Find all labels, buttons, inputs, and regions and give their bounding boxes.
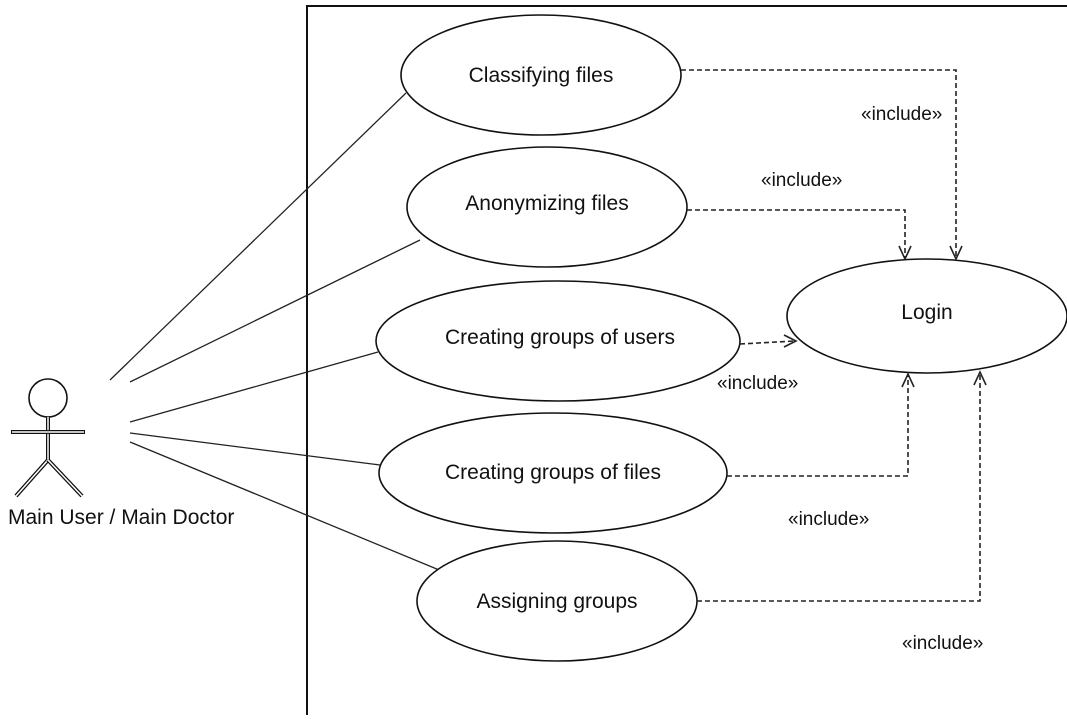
actor-label: Main User / Main Doctor	[8, 506, 234, 529]
include-dependency-classifying	[681, 69, 957, 258]
use-case-creating-groups-of-users	[375, 280, 741, 402]
include-arrowhead-assigning	[973, 370, 987, 386]
include-arrowhead-creating-file-groups	[901, 372, 915, 388]
include-dependency-assigning	[697, 372, 981, 602]
association-creating-user-groups	[129, 351, 379, 423]
association-creating-file-groups	[129, 432, 381, 466]
actor-right-leg-inner	[47, 459, 83, 497]
include-label-classifying: «include»	[861, 104, 942, 125]
use-case-assigning-groups-label: Assigning groups	[476, 590, 637, 613]
use-case-creating-groups-of-files	[378, 412, 728, 534]
include-arrowhead-anonymizing	[898, 245, 912, 261]
use-case-login-label: Login	[901, 301, 952, 324]
include-label-assigning: «include»	[902, 633, 983, 654]
system-boundary	[306, 5, 1067, 720]
actor-stick-figure	[11, 378, 85, 498]
association-assigning	[129, 441, 445, 573]
include-arrowhead-classifying	[949, 245, 963, 261]
include-dependency-creating-file-groups	[727, 375, 909, 477]
association-anonymizing	[129, 239, 421, 383]
use-case-anonymizing-files-label: Anonymizing files	[465, 192, 628, 215]
include-label-creating-file-groups: «include»	[788, 509, 869, 530]
actor-head	[28, 378, 68, 418]
use-case-creating-groups-of-users-label: Creating groups of users	[445, 326, 675, 349]
association-classifying	[109, 92, 407, 381]
use-case-login	[786, 258, 1067, 374]
include-label-creating-user-groups: «include»	[717, 373, 798, 394]
include-dependency-creating-user-groups	[739, 340, 796, 345]
use-case-anonymizing-files	[406, 146, 688, 268]
include-arrowhead-creating-user-groups	[783, 334, 798, 348]
use-case-classifying-files	[400, 14, 682, 136]
use-case-classifying-files-label: Classifying files	[469, 64, 614, 87]
use-case-creating-groups-of-files-label: Creating groups of files	[445, 461, 661, 484]
include-label-anonymizing: «include»	[761, 170, 842, 191]
actor-left-leg-inner	[15, 459, 49, 497]
include-dependency-anonymizing	[687, 209, 906, 258]
